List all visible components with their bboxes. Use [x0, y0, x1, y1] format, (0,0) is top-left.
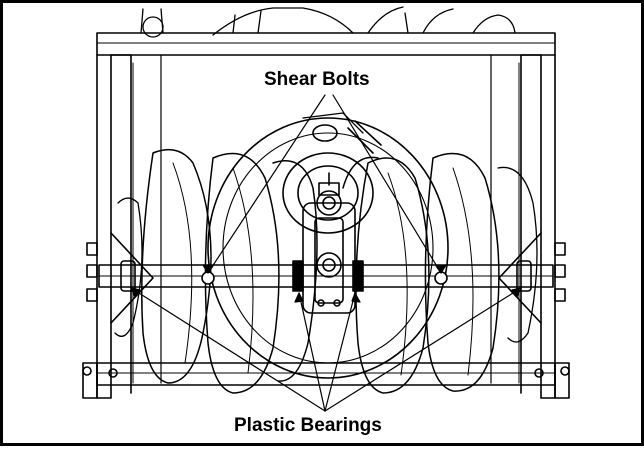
shear-bolts-leaders: [202, 94, 447, 274]
shear-bolt-right: [434, 271, 448, 285]
auger-housing-drawing: [82, 6, 570, 412]
housing-frame: [82, 32, 570, 399]
plastic-bearings-label: Plastic Bearings: [231, 415, 385, 437]
shear-bolts: [201, 271, 448, 285]
bearing-center-left: [292, 260, 304, 292]
bearing-right-end: [516, 260, 532, 292]
left-auger-flights: [114, 148, 318, 394]
bearing-center-right: [352, 260, 364, 292]
gearbox: [302, 172, 356, 314]
plastic-bearings-leaders: [130, 287, 522, 412]
impeller-housing: [207, 112, 449, 379]
shear-bolt-left: [201, 271, 215, 285]
shear-bolts-label: Shear Bolts: [261, 69, 373, 91]
bearing-left-end: [120, 260, 136, 292]
upper-engine-parts: [140, 6, 516, 38]
plastic-bearings: [120, 260, 532, 292]
